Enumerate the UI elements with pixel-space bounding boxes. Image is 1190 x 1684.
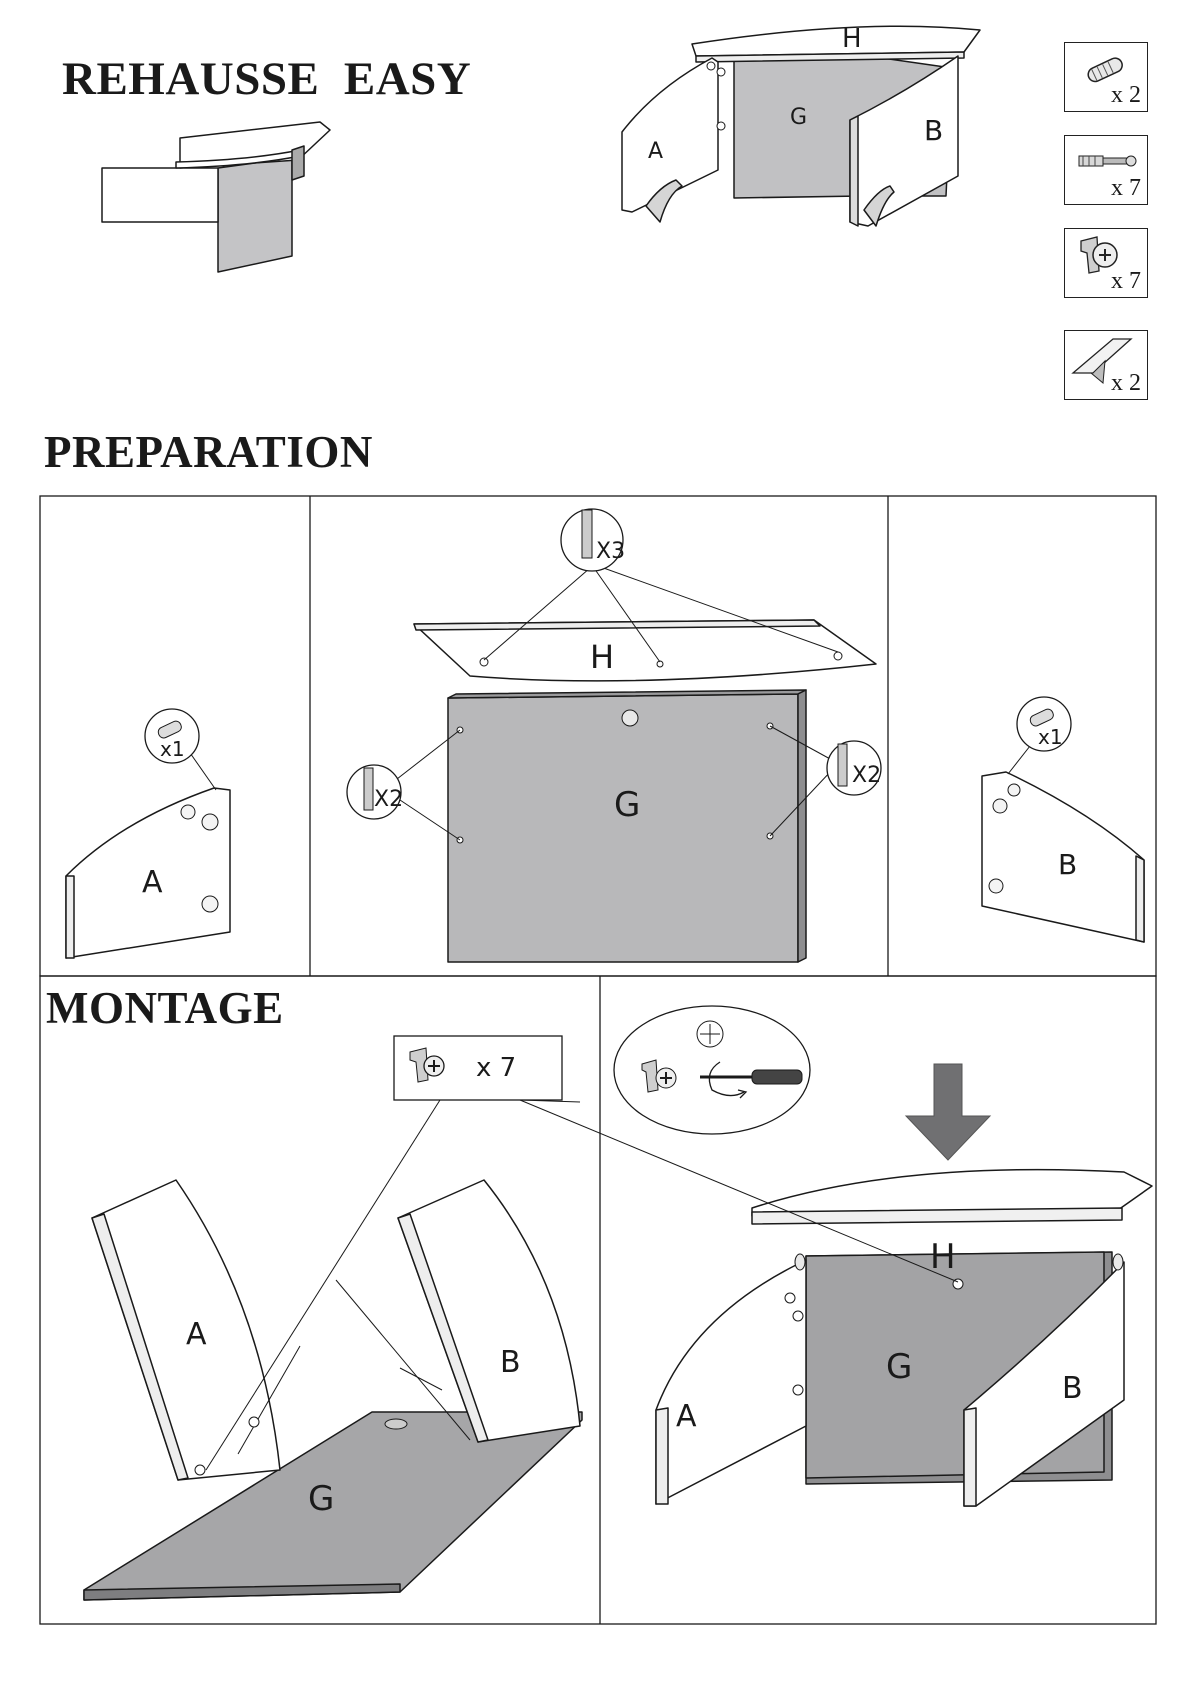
cam-lock-icon	[1080, 236, 1118, 274]
label-b-montage-right: B	[1062, 1371, 1083, 1406]
hardware-qty: x 7	[1111, 175, 1141, 201]
callout-dowel-b: x1	[1038, 725, 1063, 749]
callout-dowel-a: x1	[160, 737, 185, 761]
montage-heading: MONTAGE	[46, 983, 284, 1033]
label-a-montage-right: A	[676, 1399, 697, 1434]
callout-bolts-left: X2	[374, 787, 403, 812]
montage-left	[83, 1035, 583, 1601]
wooden-dowel-icon	[1087, 57, 1123, 83]
callout-bolts-right: X2	[852, 763, 881, 788]
label-g-prep: G	[614, 785, 640, 825]
preparation-heading: PREPARATION	[44, 427, 373, 477]
main-title: REHAUSSE EASY	[62, 53, 472, 105]
hardware-strip: x 2	[1064, 330, 1148, 400]
label-a-top: A	[648, 139, 663, 164]
label-g-montage-right: G	[886, 1347, 912, 1387]
prep-panel-a	[65, 708, 231, 959]
prep-panel-b	[981, 696, 1145, 943]
overview-exploded	[621, 25, 981, 227]
label-b-top: B	[924, 114, 943, 147]
hardware-qty: x 2	[1111, 370, 1141, 396]
callout-cam-lock: x 7	[476, 1053, 516, 1083]
prep-panel-h	[413, 508, 877, 682]
cam-bolt-icon	[1078, 155, 1137, 167]
montage-right	[519, 1005, 1153, 1507]
label-g-montage-left: G	[308, 1479, 334, 1519]
prep-panel-g	[346, 689, 882, 963]
callout-bolts-top: X3	[596, 539, 625, 564]
label-h-montage-right: H	[930, 1237, 956, 1277]
label-b-montage-left: B	[500, 1345, 521, 1380]
hardware-dowel: x 2	[1064, 42, 1148, 112]
label-g-top: G	[790, 105, 807, 130]
label-b-prep: B	[1058, 848, 1077, 881]
hardware-bolt: x 7	[1064, 135, 1148, 205]
hardware-qty: x 2	[1111, 82, 1141, 108]
adhesive-strip-icon	[1071, 338, 1133, 384]
label-h-prep: H	[590, 638, 614, 676]
overview-assembled	[101, 121, 331, 273]
label-a-prep: A	[142, 865, 163, 900]
frames	[39, 495, 1157, 1625]
hardware-cam: x 7	[1064, 228, 1148, 298]
label-a-montage-left: A	[186, 1317, 207, 1352]
label-h-top: H	[842, 24, 862, 54]
diagram-labels: H G A B H G A B X3 X2 X2 x1 x1 x 7 A B G…	[142, 24, 1083, 1519]
hardware-qty: x 7	[1111, 268, 1141, 294]
